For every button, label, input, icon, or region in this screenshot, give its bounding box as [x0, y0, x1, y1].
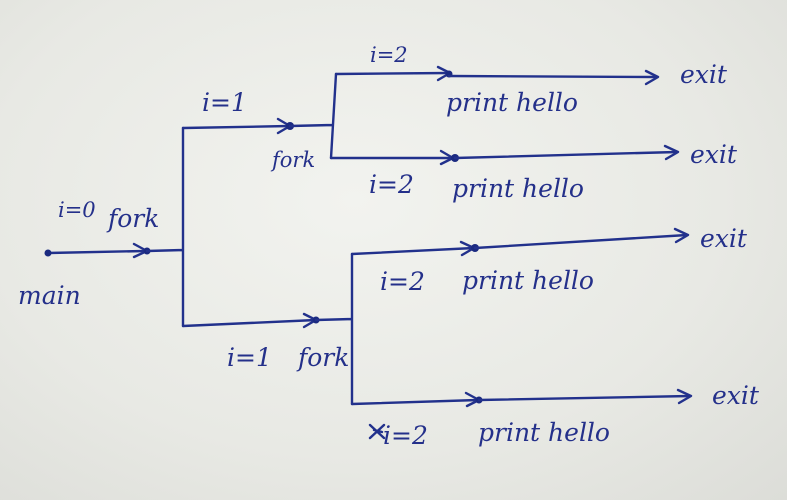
edge-to-fork-lower [181, 318, 318, 328]
label-exit-a: exit [680, 60, 727, 89]
label-fork-lower: fork [298, 343, 350, 372]
label-i0: i=0 [58, 198, 96, 222]
label-print-b: print hello [452, 174, 584, 203]
label-print-c: print hello [462, 266, 594, 295]
label-exit-b: exit [690, 140, 737, 169]
label-fork-root: fork [108, 204, 160, 233]
scribble-mark [368, 423, 386, 440]
label-i2-c: i=2 [380, 267, 425, 296]
arrowhead-exit-b [663, 144, 680, 161]
arrowhead-exit-d [676, 388, 693, 405]
edge-lower-fork-split [314, 252, 354, 406]
node-main [44, 249, 52, 257]
label-print-a: print hello [446, 88, 578, 117]
edge-print-c-to-exit [473, 233, 689, 250]
edge-print-d-to-exit [477, 394, 692, 402]
edge-root-split [145, 126, 185, 328]
arrowhead-exit-c [673, 227, 690, 244]
label-i2-d: i=2 [383, 421, 428, 450]
edge-upper-fork-split [288, 72, 338, 160]
label-exit-c: exit [700, 224, 747, 253]
edge-print-b-to-exit [453, 150, 679, 160]
label-i1-upper: i=1 [202, 88, 247, 117]
edge-to-fork-upper [181, 124, 291, 130]
edge-to-print-c [350, 246, 476, 256]
label-i2-a: i=2 [370, 43, 408, 67]
edge-main-to-fork [46, 249, 147, 255]
edge-print-a-to-exit [447, 74, 659, 79]
label-i2-b: i=2 [369, 170, 414, 199]
edge-to-print-d [350, 398, 480, 406]
arrowhead-exit-a [644, 69, 660, 86]
label-exit-d: exit [712, 381, 759, 410]
label-print-d: print hello [478, 418, 610, 447]
edge-to-print-a [334, 71, 451, 76]
label-main: main [18, 281, 81, 310]
label-fork-upper: fork [272, 148, 316, 172]
label-i1-lower: i=1 [227, 343, 272, 372]
